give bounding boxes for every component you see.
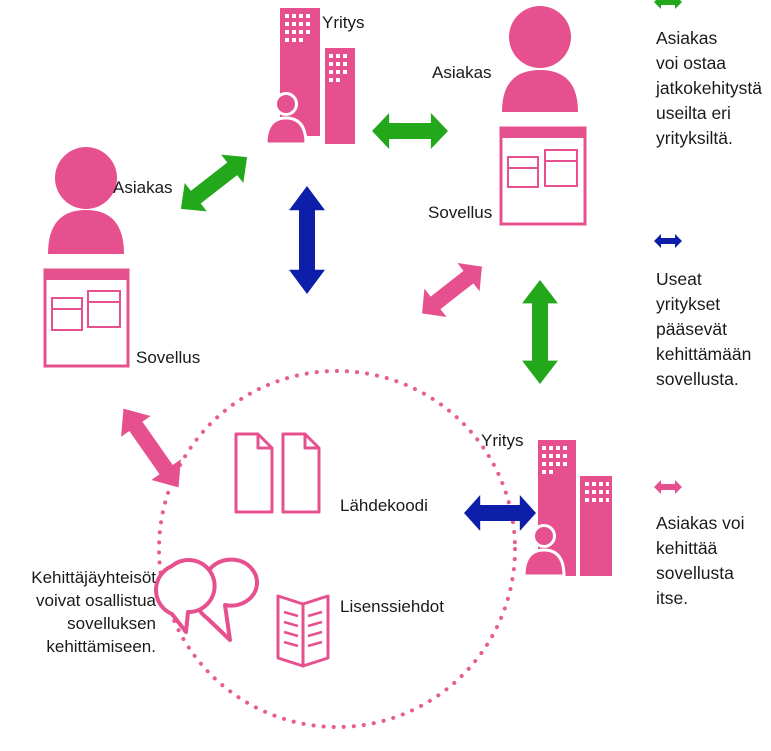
document-icon	[281, 432, 321, 514]
double-arrow-icon	[654, 234, 682, 248]
license-terms-label: Lisenssiehdot	[340, 597, 444, 616]
legend-line: yrityksiltä.	[656, 128, 733, 148]
double-arrow-icon	[169, 142, 259, 224]
legend-line: useilta eri	[656, 103, 731, 123]
legend-line: Asiakas voi	[656, 513, 745, 533]
legend-line: itse.	[656, 588, 689, 608]
double-arrow-icon	[108, 398, 194, 498]
legend-pink: Asiakas voi kehittää sovellusta itse.	[656, 511, 768, 611]
community-line: Kehittäjäyhteisöt	[31, 568, 156, 587]
speech-bubbles-icon	[154, 557, 259, 642]
legend-green: Asiakas voi ostaa jatkokehitystä useilta…	[656, 26, 768, 151]
building-icon	[522, 440, 612, 578]
company-bottom-label: Yritys	[481, 431, 524, 450]
customer-left-label: Asiakas	[113, 178, 173, 197]
person-icon	[502, 6, 578, 112]
legend-line: yritykset	[656, 294, 721, 314]
legend-line: Asiakas	[656, 28, 718, 48]
legend-line: sovellusta	[656, 563, 734, 583]
book-icon	[276, 594, 330, 668]
double-arrow-icon	[410, 252, 494, 328]
community-line: sovelluksen	[67, 614, 156, 633]
double-arrow-icon	[654, 480, 682, 494]
company-top-label: Yritys	[322, 13, 365, 32]
customer-right-label: Asiakas	[432, 63, 492, 82]
app-window-icon	[499, 126, 587, 226]
double-arrow-icon	[522, 280, 558, 384]
double-arrow-icon	[372, 113, 448, 149]
building-icon	[264, 8, 355, 146]
source-code-label: Lähdekoodi	[340, 496, 428, 515]
legend-line: Useat	[656, 269, 702, 289]
community-text: Kehittäjäyhteisöt voivat osallistua sove…	[8, 566, 156, 658]
legend-line: kehittämään	[656, 344, 752, 364]
double-arrow-icon	[464, 495, 536, 531]
legend-line: voi ostaa	[656, 53, 727, 73]
legend-blue: Useat yritykset pääsevät kehittämään sov…	[656, 267, 768, 392]
double-arrow-icon	[654, 0, 682, 9]
legend-line: kehittää	[656, 538, 718, 558]
community-line: kehittämiseen.	[46, 637, 156, 656]
app-right-label: Sovellus	[428, 203, 493, 222]
legend-line: pääsevät	[656, 319, 728, 339]
app-left-label: Sovellus	[136, 348, 201, 367]
double-arrow-icon	[289, 186, 325, 294]
person-icon	[48, 147, 124, 254]
document-icon	[234, 432, 274, 514]
legend-line: sovellusta.	[656, 369, 739, 389]
legend-line: jatkokehitystä	[656, 78, 763, 98]
app-window-icon	[43, 268, 130, 368]
community-line: voivat osallistua	[35, 591, 156, 610]
open-source-circle	[157, 369, 517, 729]
